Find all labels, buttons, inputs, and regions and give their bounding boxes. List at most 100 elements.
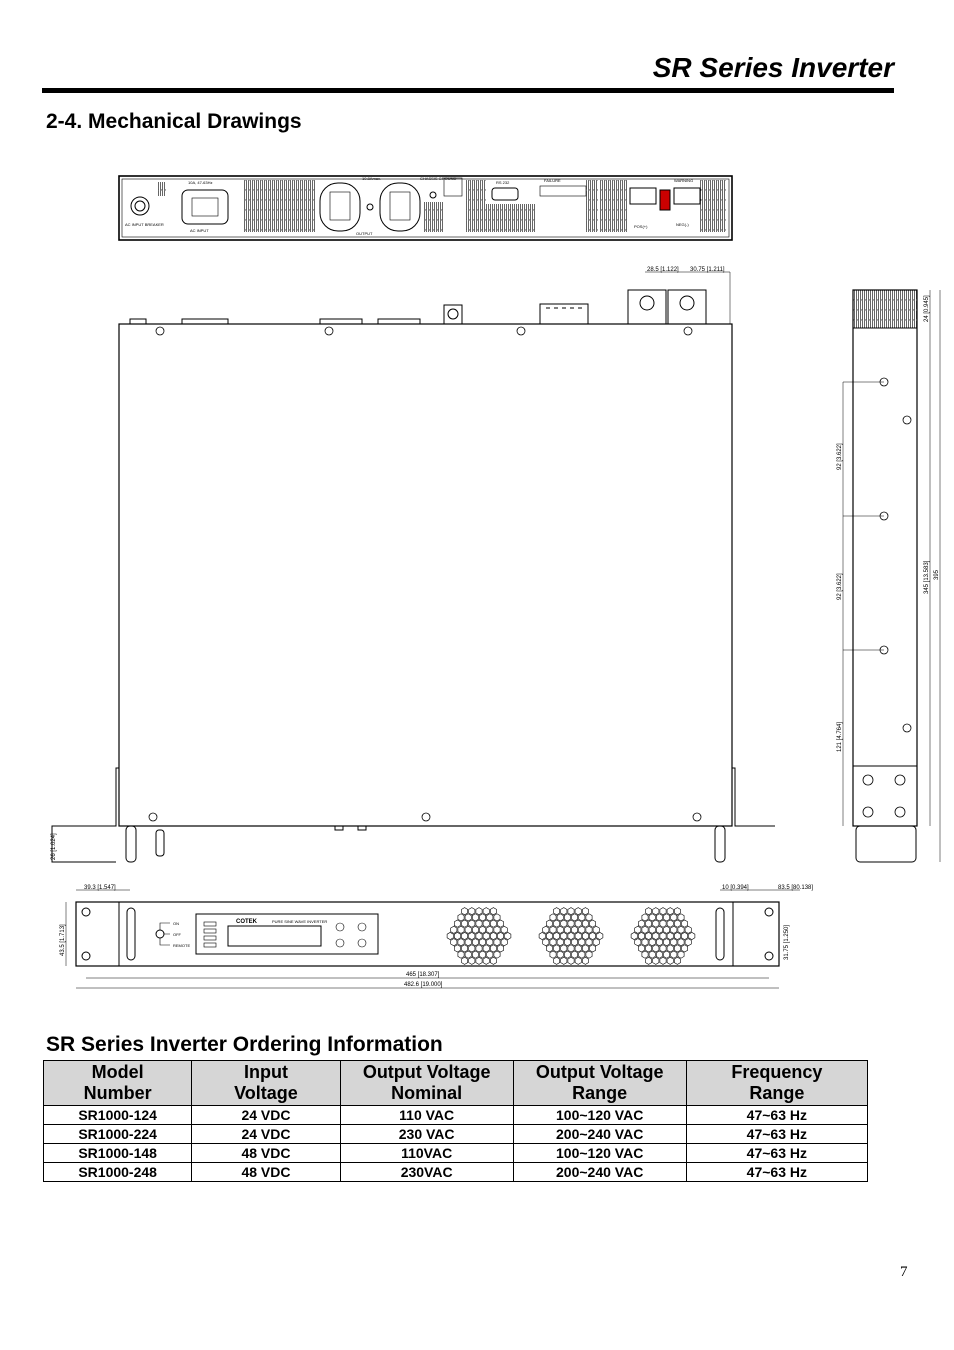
cell-output-range: 100~120 VAC: [512, 1105, 687, 1125]
fan-hole: [549, 925, 557, 934]
ordering-title: SR Series Inverter Ordering Information: [46, 1033, 443, 1056]
page-header-title: SR Series Inverter: [652, 52, 894, 83]
fan-hole: [663, 925, 671, 934]
fan-hole: [592, 938, 600, 947]
fan-hole: [648, 938, 656, 947]
front-dim-a: 39.3 [1.547]: [84, 885, 116, 891]
fan-hole: [475, 907, 483, 916]
fan-hole: [673, 919, 681, 928]
table-row: SR1000-148 48 VDC 110VAC 100~120 VAC 47~…: [42, 1143, 869, 1163]
fan-hole: [489, 944, 497, 953]
fan-hole: [549, 913, 557, 922]
fan-hole: [677, 938, 685, 947]
fan-hole: [556, 938, 564, 947]
fan-hole: [581, 919, 589, 928]
fan-hole: [571, 938, 579, 947]
fan-hole: [659, 919, 667, 928]
fan-hole: [670, 938, 678, 947]
fan-hole: [453, 932, 461, 940]
fan-hole: [461, 919, 469, 928]
fan-hole: [589, 932, 597, 940]
fan-hole: [475, 932, 483, 940]
fan-hole: [464, 938, 472, 947]
fan-hole: [634, 938, 642, 947]
cell-frequency: 47~63 Hz: [685, 1124, 869, 1144]
fan-hole: [589, 944, 597, 953]
fan-hole: [673, 944, 681, 953]
front-switch-off: OFF: [173, 932, 182, 937]
cell-model: SR1000-148: [42, 1143, 193, 1163]
front-view: ON OFF REMOTE COTEK PURE SINE WAVE INVER…: [60, 885, 813, 989]
fan-hole: [637, 919, 645, 928]
side-dim-a: 24 [0.945]: [924, 295, 930, 322]
fan-hole: [475, 944, 483, 953]
rear-ac-input-rating: 10A, 47-63Hz: [188, 180, 212, 185]
fan-hole: [585, 925, 593, 934]
fan-hole: [645, 956, 653, 965]
fan-hole: [648, 950, 656, 959]
table-row: SR1000-248 48 VDC 230VAC 200~240 VAC 47~…: [42, 1162, 869, 1182]
cell-model: SR1000-248: [42, 1162, 193, 1182]
fan-hole: [450, 925, 458, 934]
fan-hole: [589, 919, 597, 928]
cell-frequency: 47~63 Hz: [685, 1143, 869, 1163]
fan-hole: [652, 956, 660, 965]
fan-hole: [592, 925, 600, 934]
fan-hole: [652, 919, 660, 928]
fan-hole: [641, 913, 649, 922]
fan-hole: [468, 932, 476, 940]
cell-input: 48 VDC: [191, 1143, 341, 1163]
rear-panel-view: AC INPUT BREAKER AC INPUT 10A, 47-63Hz O…: [118, 175, 733, 241]
fan-hole: [560, 907, 568, 916]
front-dim-b: 10 [0.394]: [722, 885, 749, 891]
fan-hole: [596, 932, 604, 940]
rear-output-label: OUTPUT: [356, 231, 373, 236]
fan-hole: [666, 932, 674, 940]
fan-hole: [556, 913, 564, 922]
fan-hole: [634, 925, 642, 934]
fan-hole: [645, 919, 653, 928]
fan-hole: [574, 956, 582, 965]
page-number: 7: [900, 1264, 908, 1280]
fan-hole: [500, 938, 508, 947]
cell-output-nominal: 230 VAC: [339, 1124, 514, 1144]
fan-hole: [659, 956, 667, 965]
rear-ac-input-label: AC INPUT: [190, 228, 209, 233]
fan-hole: [578, 925, 586, 934]
fan-hole: [681, 919, 689, 928]
fan-hole: [567, 919, 575, 928]
fan-hole: [479, 913, 487, 922]
fan-hole: [479, 950, 487, 959]
fan-hole: [641, 925, 649, 934]
fan-hole: [581, 932, 589, 940]
fan-hole: [684, 925, 692, 934]
fan-hole: [497, 944, 505, 953]
rear-failure-label: FAILURE: [544, 178, 561, 183]
fan-hole: [446, 932, 454, 940]
fan-hole: [567, 944, 575, 953]
fan-hole: [645, 944, 653, 953]
fan-hole: [471, 950, 479, 959]
front-subtitle: PURE SINE WAVE INVERTER: [272, 919, 327, 924]
cell-frequency: 47~63 Hz: [685, 1162, 869, 1182]
fan-hole: [461, 907, 469, 916]
fan-hole: [659, 932, 667, 940]
fan-hole: [461, 956, 469, 965]
fan-hole: [563, 925, 571, 934]
front-dim-f: 465 [18.307]: [406, 972, 440, 978]
fan-hole: [486, 913, 494, 922]
fan-hole: [677, 925, 685, 934]
fan-hole: [681, 944, 689, 953]
section-title: 2-4. Mechanical Drawings: [46, 110, 302, 133]
top-dim-b: 30.75 [1.211]: [690, 267, 725, 273]
cell-frequency: 47~63 Hz: [685, 1105, 869, 1125]
fan-hole: [574, 932, 582, 940]
fan-hole: [479, 925, 487, 934]
fan-hole: [504, 932, 512, 940]
side-dim-b: 92 [3.622]: [837, 443, 843, 470]
fan-hole: [571, 925, 579, 934]
fan-hole: [684, 938, 692, 947]
